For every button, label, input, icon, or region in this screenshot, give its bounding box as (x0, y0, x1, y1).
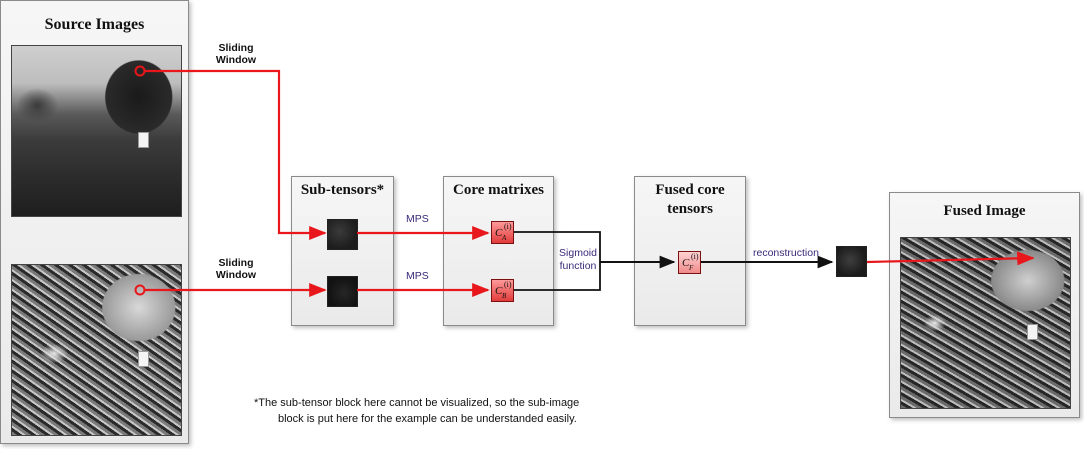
core-matrixes-title: Core matrixes (453, 182, 544, 198)
output-arrow (866, 251, 1035, 266)
target-marker (1027, 324, 1038, 340)
sliding-window-arrow-top (145, 69, 327, 241)
sub-image-patch-b (327, 276, 358, 307)
reconstruction-label: reconstruction (753, 247, 819, 259)
source-image-1 (11, 45, 182, 217)
sub-tensors-title: Sub-tensors* (300, 182, 385, 198)
source-images-panel: Source Images (0, 0, 189, 444)
fused-core-tensor: C(i)F (678, 251, 701, 274)
core-matrix-a: C(i)A (491, 221, 514, 244)
footnote: *The sub-tensor block here cannot be vis… (254, 395, 614, 427)
sliding-window-circle-top (134, 65, 146, 77)
target-marker (138, 351, 149, 367)
core-matrix-b: C(i)B (491, 279, 514, 302)
mps-label-bottom: MPS (406, 270, 429, 282)
sub-image-patch-a (327, 219, 358, 250)
mps-label-top: MPS (406, 213, 429, 225)
target-marker (138, 132, 149, 148)
reconstructed-patch (836, 246, 867, 277)
fused-core-title-line1: Fused core (655, 182, 725, 198)
core-matrixes-panel: Core matrixes C(i)A C(i)B (443, 176, 554, 326)
fused-image (900, 237, 1071, 409)
fused-core-tensors-panel: Fused core tensors C(i)F (634, 176, 746, 326)
footnote-line-2: block is put here for the example can be… (278, 413, 577, 425)
fused-image-panel: Fused Image (889, 192, 1080, 418)
fused-core-title-line2: tensors (667, 201, 713, 217)
sub-tensors-panel: Sub-tensors* (291, 176, 394, 326)
fused-image-title: Fused Image (943, 203, 1026, 219)
source-images-title: Source Images (44, 16, 145, 33)
footnote-line-1: *The sub-tensor block here cannot be vis… (254, 397, 580, 409)
sliding-window-circle-bottom (134, 284, 146, 296)
source-image-2 (11, 264, 182, 436)
